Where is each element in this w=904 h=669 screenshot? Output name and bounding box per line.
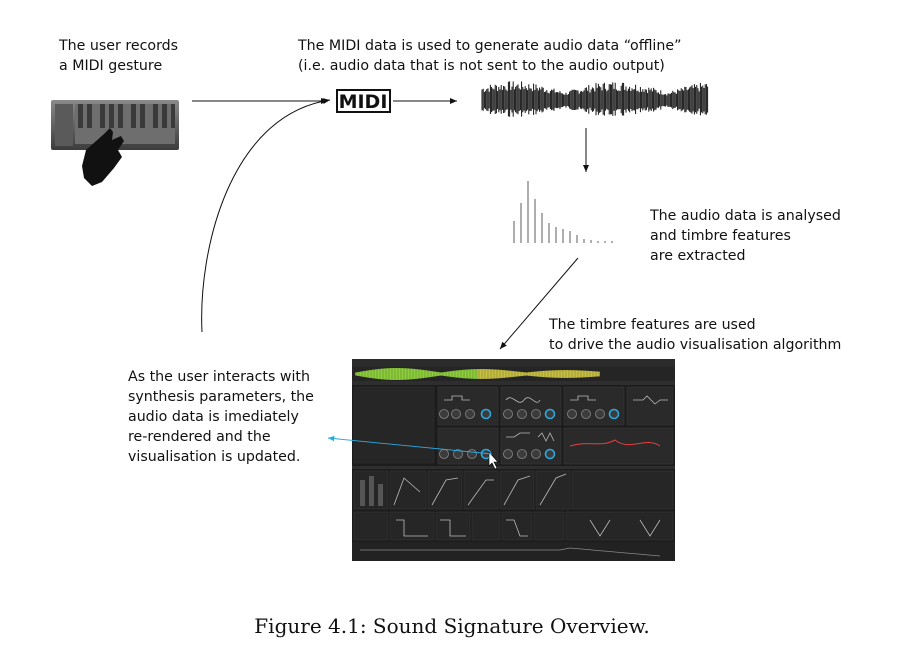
knob-glyph [465,409,475,419]
arrow-spectrum-to-ui [499,257,579,350]
knob-glyph [517,449,527,459]
svg-text:MIDI: MIDI [339,91,388,113]
knob-glyph [480,408,492,420]
knob-glyph [531,409,541,419]
knob-glyph [439,449,449,459]
knob-glyph [503,409,513,419]
analysed-label: The audio data is analysed and timbre fe… [650,208,841,264]
midi-logo: MIDI [336,89,391,113]
knob-glyph [517,409,527,419]
spectrum-icon [513,181,613,243]
waveform-icon [481,81,709,117]
knob-glyph [503,449,513,459]
timbre-used-label: The timbre features are used to drive th… [549,317,842,353]
user-interacts-label: As the user interacts with synthesis par… [128,369,314,465]
hand-icon [82,128,124,186]
user-records-label: The user records a MIDI gesture [59,38,179,74]
knob-glyph [453,449,463,459]
arrow-loop-back-to-midi [201,98,331,333]
knob-glyph [544,448,556,460]
knob-glyph [467,449,477,459]
midi-used-label: The MIDI data is used to generate audio … [298,38,682,74]
mouse-cursor-icon [488,451,499,470]
figure-caption: Figure 4.1: Sound Signature Overview. [254,614,650,638]
arrow-ui-to-text [327,435,493,455]
knob-glyph [531,449,541,459]
knob-glyph [567,409,577,419]
knob-glyph [581,409,591,419]
knob-glyph [451,409,461,419]
knob-glyph [595,409,605,419]
midi-keyboard-icon [51,100,179,150]
knob-glyph [608,408,620,420]
knob-glyph [544,408,556,420]
knob-glyph [439,409,449,419]
synth-ui-screenshot [352,359,675,561]
